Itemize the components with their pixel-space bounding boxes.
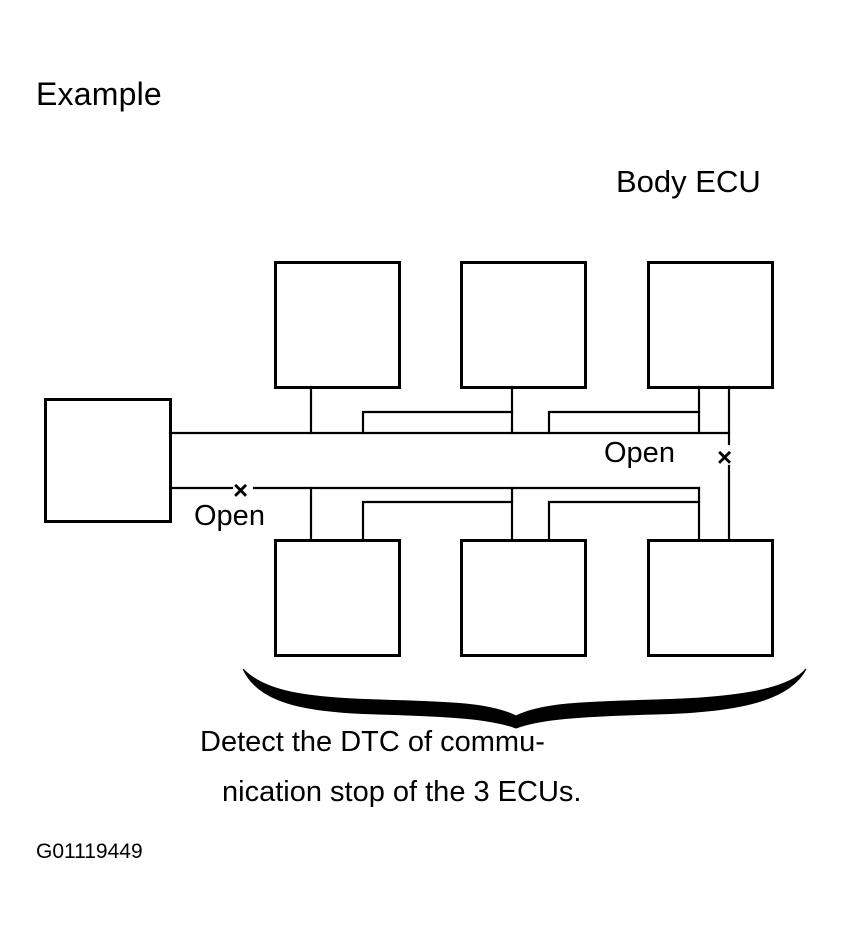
open-break-x-icon-left: × <box>233 475 249 505</box>
caption-line-1: Detect the DTC of commu- <box>200 726 545 758</box>
brace-under-bottom-ecus <box>242 668 807 729</box>
label-body-ecu: Body ECU <box>616 164 761 199</box>
box-ecu-top-2 <box>460 261 587 389</box>
wire-top-2-right-leg <box>547 410 701 435</box>
wire-bottom-2-leg <box>547 500 701 542</box>
wire-top-1-right-leg <box>361 410 514 435</box>
box-ecu-bottom-1 <box>274 539 401 657</box>
figure-title: Example <box>36 76 162 112</box>
box-ecu-bottom-3 <box>647 539 774 657</box>
open-break-x-icon-right: × <box>717 442 733 472</box>
box-ecu-top-1 <box>274 261 401 389</box>
wire-bottom-1-leg <box>361 500 514 542</box>
caption-line-2: nication stop of the 3 ECUs. <box>222 776 582 808</box>
label-open-right: Open <box>604 437 675 469</box>
box-ecu-top-3 <box>647 261 774 389</box>
figure-id-label: G01119449 <box>36 840 143 863</box>
label-open-left: Open <box>194 500 265 532</box>
box-ecu-left <box>44 398 172 523</box>
box-ecu-bottom-2 <box>460 539 587 657</box>
